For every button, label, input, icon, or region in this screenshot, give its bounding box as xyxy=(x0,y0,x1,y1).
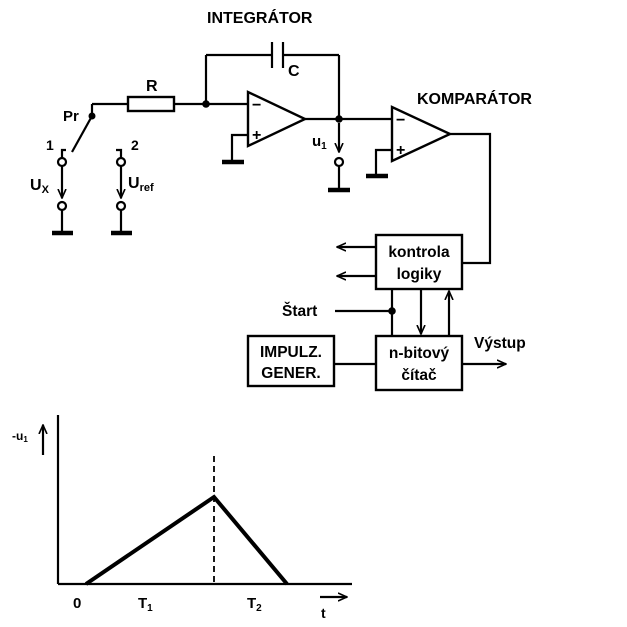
uref-source: Uref xyxy=(111,166,154,236)
ux-source: UX xyxy=(30,166,73,236)
pulse-generator-line-1: IMPULZ. xyxy=(260,344,322,361)
graph-y-label-sub: 1 xyxy=(23,435,28,444)
contact-2-terminal xyxy=(115,156,127,168)
uref-label: Uref xyxy=(128,175,154,194)
comparator-opamp: − + xyxy=(366,105,492,265)
timing-graph: -u1 t 0 T1 T2 xyxy=(12,415,352,621)
integrator-voltage-trace xyxy=(84,494,289,586)
capacitor-c: C xyxy=(204,42,341,117)
u1-label-main: u xyxy=(312,133,321,150)
counter-line-1: n-bitový xyxy=(389,345,450,362)
graph-t1-sub: 1 xyxy=(147,603,153,614)
integrator-plus: + xyxy=(252,127,261,144)
switch-label: Pr xyxy=(63,108,79,125)
output-label: Výstup xyxy=(474,335,526,352)
control-logic-line-1: kontrola xyxy=(388,244,450,261)
graph-origin-label: 0 xyxy=(73,595,81,612)
switch-position-2: 2 xyxy=(131,137,139,153)
ux-label: UX xyxy=(30,177,50,196)
integrator-triangle xyxy=(246,90,308,148)
uref-label-sub: ref xyxy=(140,182,154,194)
u1-measurement: u1 xyxy=(312,123,350,193)
ux-label-sub: X xyxy=(42,184,50,196)
control-logic-box xyxy=(374,233,464,291)
integrator-title: INTEGRÁTOR xyxy=(207,8,313,27)
resistor-r: R xyxy=(90,78,248,116)
counter-block: n-bitový čítač Výstup xyxy=(374,334,526,392)
comparator-plus-ground-wire xyxy=(374,148,392,174)
pulse-generator-block: IMPULZ. GENER. xyxy=(246,334,376,388)
contact-1-tab xyxy=(60,148,66,158)
start-label: Štart xyxy=(282,302,317,320)
uref-label-main: U xyxy=(128,175,140,192)
graph-t2-main: T xyxy=(247,595,256,612)
comparator-title: KOMPARÁTOR xyxy=(417,89,532,108)
ux-label-main: U xyxy=(30,177,42,194)
switch-blade xyxy=(71,115,93,153)
graph-t2-label: T2 xyxy=(247,595,262,614)
integrator-output-node xyxy=(335,115,343,123)
comparator-triangle xyxy=(390,105,453,163)
resistor-body xyxy=(126,95,176,113)
u1-label: u1 xyxy=(312,133,327,152)
pulse-generator-line-2: GENER. xyxy=(261,365,320,382)
comparator-plus: + xyxy=(396,142,405,159)
pulse-generator-box xyxy=(246,334,336,388)
uref-lower-terminal xyxy=(115,200,127,212)
comparator-output-wire xyxy=(450,132,492,265)
comparator-minus: − xyxy=(396,112,405,129)
ux-lower-terminal xyxy=(56,200,68,212)
graph-t1-label: T1 xyxy=(138,595,153,614)
graph-t2-sub: 2 xyxy=(256,603,262,614)
capacitor-label: C xyxy=(288,63,300,80)
graph-t1-main: T xyxy=(138,595,147,612)
contact-2-tab xyxy=(116,148,123,158)
graph-x-label: t xyxy=(321,605,326,621)
start-input: Štart xyxy=(282,302,396,320)
counter-line-2: čítač xyxy=(401,367,437,384)
u1-terminal xyxy=(333,156,345,168)
control-logic-block: kontrola logiky xyxy=(337,233,464,291)
integrator-opamp: − + xyxy=(222,90,392,165)
input-switch: Pr 1 2 xyxy=(46,108,139,168)
u1-label-sub: 1 xyxy=(321,141,327,152)
logic-counter-links xyxy=(390,289,449,336)
graph-y-label: -u1 xyxy=(12,429,28,444)
switch-position-1: 1 xyxy=(46,137,54,153)
graph-y-label-main: -u xyxy=(12,429,23,443)
integrator-minus: − xyxy=(252,97,261,114)
integrator-plus-ground-wire xyxy=(230,133,248,160)
contact-1-terminal xyxy=(56,156,68,168)
resistor-label: R xyxy=(146,78,158,95)
start-node xyxy=(388,307,396,315)
control-logic-line-2: logiky xyxy=(397,266,442,283)
